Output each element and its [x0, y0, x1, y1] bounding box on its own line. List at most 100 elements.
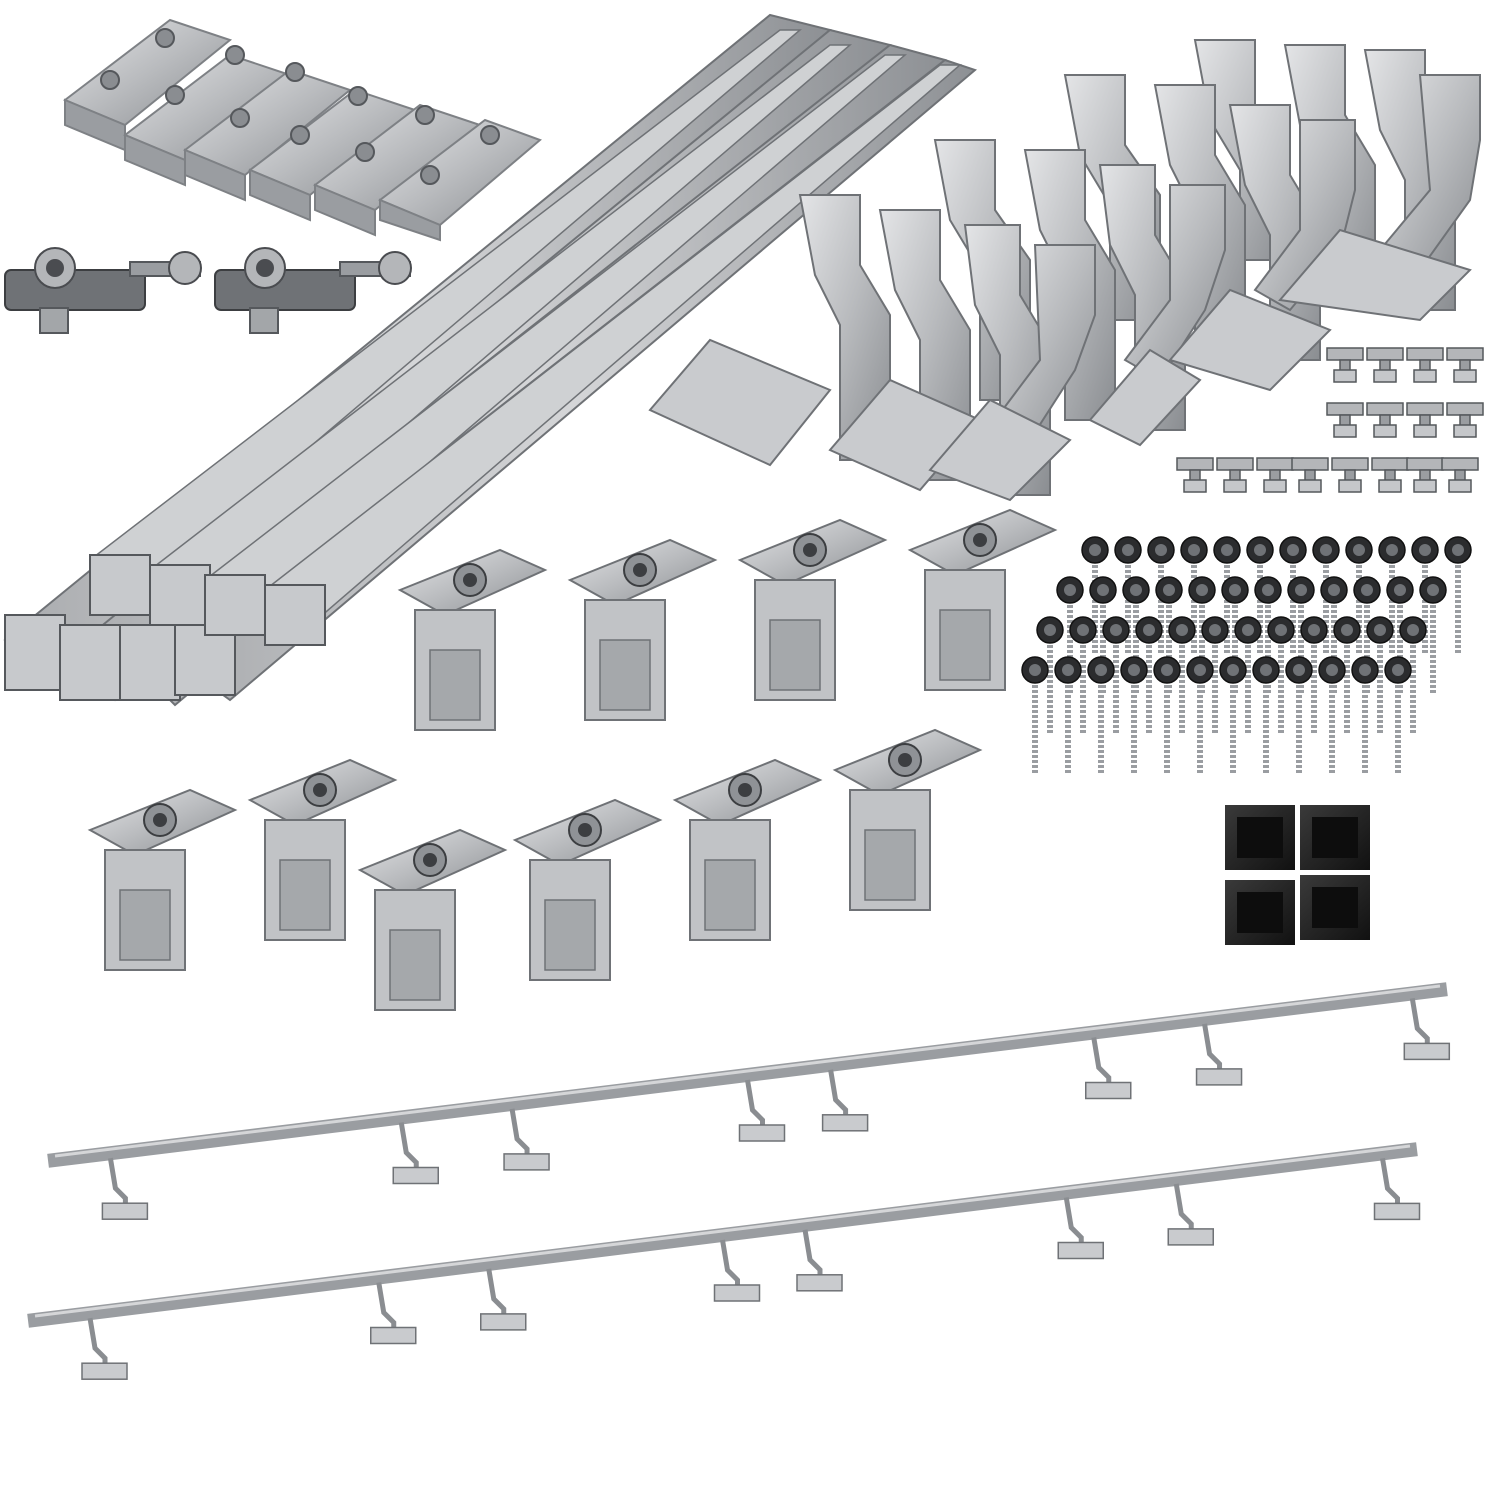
- hammer-head-bolt: [1331, 457, 1369, 493]
- t-bolt: [214, 247, 412, 334]
- rail-connector: [248, 86, 418, 222]
- rail-connectors: [63, 18, 542, 242]
- wood-screw: [1188, 576, 1216, 695]
- wood-screw: [1353, 576, 1381, 695]
- hammer-head-bolt: [1326, 402, 1364, 438]
- hammer-head-bolt: [1446, 347, 1484, 383]
- rail-connector: [63, 18, 233, 152]
- rail-connector: [378, 118, 542, 242]
- wood-screw: [1254, 576, 1282, 695]
- rail-roof-hook: [503, 1108, 550, 1171]
- module-clamp: [357, 828, 508, 1011]
- t-bolts: [4, 247, 412, 334]
- hammer-head-bolt: [1326, 347, 1364, 383]
- wood-screw: [1234, 616, 1262, 735]
- wood-screw: [1267, 616, 1295, 735]
- wood-screw: [1201, 616, 1229, 735]
- rail-roof-hook: [1403, 997, 1451, 1061]
- wood-screws: [1021, 536, 1472, 775]
- hammer-head-bolt: [1366, 347, 1404, 383]
- rail-roof-hook: [392, 1122, 439, 1185]
- wood-screw: [1168, 616, 1196, 735]
- hammer-head-bolts: [1176, 347, 1484, 493]
- rail-roof-hook: [713, 1239, 761, 1302]
- wood-screw: [1351, 656, 1379, 775]
- hammer-head-bolt: [1176, 457, 1214, 493]
- hammer-head-bolt: [1446, 402, 1484, 438]
- clamps-bottom-row: [87, 728, 983, 1011]
- hammer-head-bolt: [1291, 457, 1329, 493]
- module-clamp: [832, 728, 983, 911]
- wood-screw: [1081, 536, 1109, 655]
- wood-screw: [1056, 576, 1084, 695]
- roof-hook: [993, 244, 1096, 442]
- rail-roof-hook: [81, 1317, 128, 1380]
- assembled-rail: [47, 982, 1451, 1220]
- wood-screw: [1411, 536, 1439, 655]
- module-clamp: [567, 538, 718, 721]
- wood-screw: [1089, 576, 1117, 695]
- rail-profiles: [3, 13, 978, 707]
- wood-screw: [1153, 656, 1181, 775]
- wood-screw: [1147, 536, 1175, 655]
- wood-screw: [1180, 536, 1208, 655]
- assembled-rails: [27, 982, 1451, 1380]
- module-clamp: [672, 758, 823, 941]
- hammer-head-bolt: [1406, 347, 1444, 383]
- roof-hook: [1168, 288, 1332, 392]
- wood-screw: [1155, 576, 1183, 695]
- t-bolt: [4, 247, 202, 334]
- wood-screw: [1246, 536, 1274, 655]
- wood-screw: [1186, 656, 1214, 775]
- rail-roof-hook: [1057, 1197, 1104, 1260]
- wood-screw: [1444, 536, 1472, 655]
- wood-screw: [1287, 576, 1315, 695]
- wood-screw: [1279, 536, 1307, 655]
- end-cap: [1300, 875, 1370, 940]
- hammer-head-bolt: [1441, 457, 1479, 493]
- wood-screw: [1120, 656, 1148, 775]
- rail-roof-hook: [1373, 1157, 1421, 1221]
- wood-screw: [1122, 576, 1150, 695]
- roof-hook: [1278, 228, 1472, 322]
- wood-screw: [1399, 616, 1427, 735]
- end-cap: [1300, 805, 1370, 870]
- rail-connector: [123, 45, 293, 187]
- rail-roof-hook: [1195, 1023, 1243, 1086]
- module-clamp: [907, 508, 1058, 691]
- roof-hook: [928, 398, 1072, 502]
- module-clamp: [87, 788, 238, 971]
- module-clamp: [397, 548, 548, 731]
- wood-screw: [1054, 656, 1082, 775]
- wood-screw: [1219, 656, 1247, 775]
- rail-connector: [313, 103, 483, 237]
- rail-roof-hook: [370, 1282, 417, 1345]
- hammer-head-bolt: [1256, 457, 1294, 493]
- wood-screw: [1252, 656, 1280, 775]
- wood-screw: [1285, 656, 1313, 775]
- rail-roof-hook: [480, 1268, 527, 1331]
- assembled-rail: [27, 1142, 1421, 1380]
- wood-screw: [1366, 616, 1394, 735]
- wood-screw: [1384, 656, 1412, 775]
- wood-screw: [1221, 576, 1249, 695]
- wood-screw: [1386, 576, 1414, 695]
- rail-roof-hook: [821, 1069, 869, 1132]
- module-clamp: [737, 518, 888, 701]
- wood-screw: [1087, 656, 1115, 775]
- module-clamp: [512, 798, 663, 981]
- clamps-top-row: [397, 508, 1058, 731]
- hammer-head-bolt: [1406, 402, 1444, 438]
- end-cap: [1225, 880, 1295, 945]
- end-cap: [1225, 805, 1295, 870]
- roof-hook: [1088, 348, 1202, 447]
- wood-screw: [1378, 536, 1406, 655]
- wood-screw: [1333, 616, 1361, 735]
- rail-roof-hook: [101, 1157, 149, 1220]
- rail-roof-hook: [796, 1229, 843, 1292]
- roof-hooks: [648, 39, 1481, 502]
- wood-screw: [1419, 576, 1447, 695]
- wood-screw: [1036, 616, 1064, 735]
- wood-screw: [1021, 656, 1049, 775]
